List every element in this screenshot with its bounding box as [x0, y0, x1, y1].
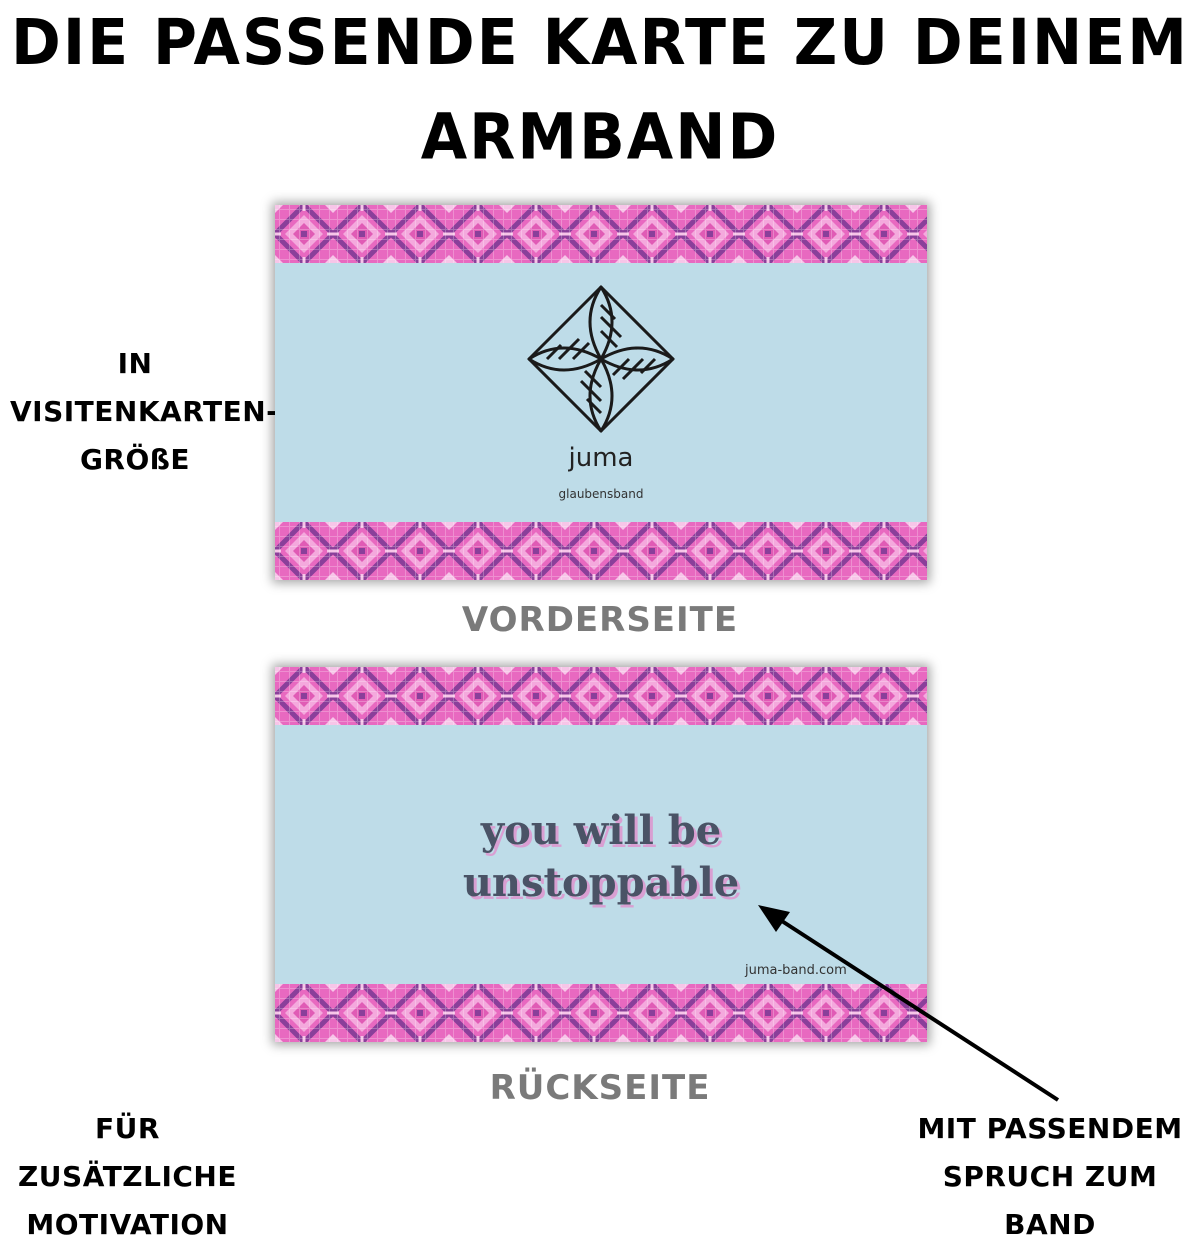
- website-url: juma-band.com: [745, 963, 847, 978]
- front-caption: VORDERSEITE: [461, 600, 739, 640]
- pattern-band-top: [275, 667, 927, 725]
- size-label-line-1: IN: [117, 347, 153, 380]
- quote-line-2: unstoppable: [462, 859, 740, 906]
- headline: DIE PASSENDE KARTE ZU DEINEM ARMBAND: [0, 0, 1200, 185]
- saying-label: MIT PASSENDEM SPRUCH ZUM BAND: [905, 1105, 1195, 1249]
- quote-text: you will be unstoppable: [275, 805, 927, 909]
- motivation-label-line-1: FÜR ZUSÄTZLICHE: [18, 1112, 237, 1193]
- saying-label-line-2: SPRUCH ZUM BAND: [942, 1160, 1158, 1241]
- motivation-label-line-2: MOTIVATION: [26, 1208, 229, 1241]
- pattern-band-bottom: [275, 522, 927, 580]
- brand-name: juma: [568, 443, 634, 473]
- back-card: you will be unstoppable juma-band.com: [275, 667, 927, 1042]
- motivation-label: FÜR ZUSÄTZLICHE MOTIVATION: [0, 1105, 255, 1249]
- brand-tagline: glaubensband: [558, 487, 644, 501]
- back-caption: RÜCKSEITE: [489, 1068, 711, 1108]
- front-card: juma glaubensband: [275, 205, 927, 580]
- diamond-flower-logo-icon: [527, 285, 675, 433]
- size-label-line-3: GRÖßE: [79, 443, 191, 476]
- quote-line-1: you will be: [480, 807, 722, 854]
- saying-label-line-1: MIT PASSENDEM: [917, 1112, 1183, 1145]
- size-label-line-2: VISITENKARTEN-: [10, 395, 279, 428]
- size-label: IN VISITENKARTEN- GRÖßE: [10, 340, 279, 484]
- headline-line-1: DIE PASSENDE KARTE ZU DEINEM: [11, 6, 1189, 80]
- headline-line-2: ARMBAND: [420, 100, 780, 175]
- pattern-band-bottom: [275, 984, 927, 1042]
- pattern-band-top: [275, 205, 927, 263]
